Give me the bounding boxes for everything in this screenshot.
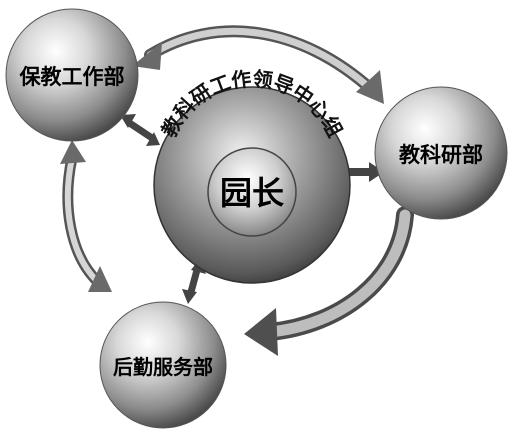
department-node-jiaokeyan: 教科研部 — [374, 86, 508, 220]
center-node: 教科研工作领导中心组 园长 — [153, 67, 351, 284]
department-label-baojiao: 保教工作部 — [19, 65, 125, 89]
double-arrow-topleft-center — [120, 114, 160, 146]
curved-arrow-right — [244, 206, 414, 356]
department-node-houqin: 后勤服务部 — [99, 301, 227, 429]
curved-arrow-left — [60, 140, 112, 292]
department-node-baojiao: 保教工作部 — [5, 8, 139, 142]
center-core-label: 园长 — [220, 174, 284, 212]
department-label-jiaokeyan: 教科研部 — [399, 143, 483, 167]
department-label-houqin: 后勤服务部 — [113, 355, 213, 379]
curved-arrow-top — [132, 25, 384, 104]
